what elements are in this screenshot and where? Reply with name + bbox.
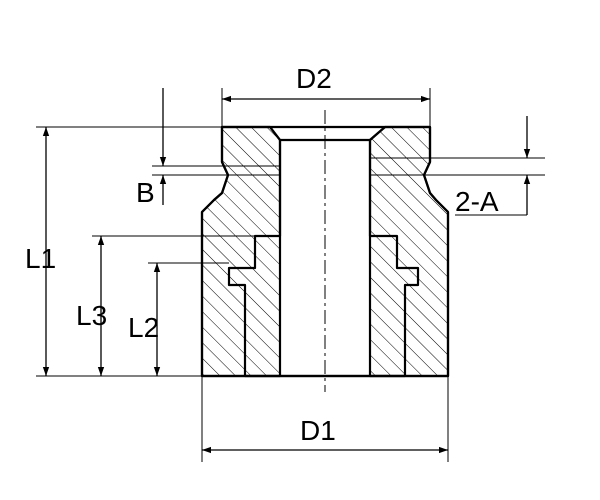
l1-label: L1 xyxy=(25,243,56,274)
top-chamfer xyxy=(269,126,386,141)
d1-label: D1 xyxy=(300,415,336,446)
d2-label: D2 xyxy=(296,63,332,94)
right-wall-section xyxy=(368,125,450,378)
left-wall-section xyxy=(200,125,282,378)
l3-label: L3 xyxy=(76,300,107,331)
a-label: 2-A xyxy=(455,186,499,217)
l2-label: L2 xyxy=(128,312,159,343)
b-label: B xyxy=(136,177,155,208)
